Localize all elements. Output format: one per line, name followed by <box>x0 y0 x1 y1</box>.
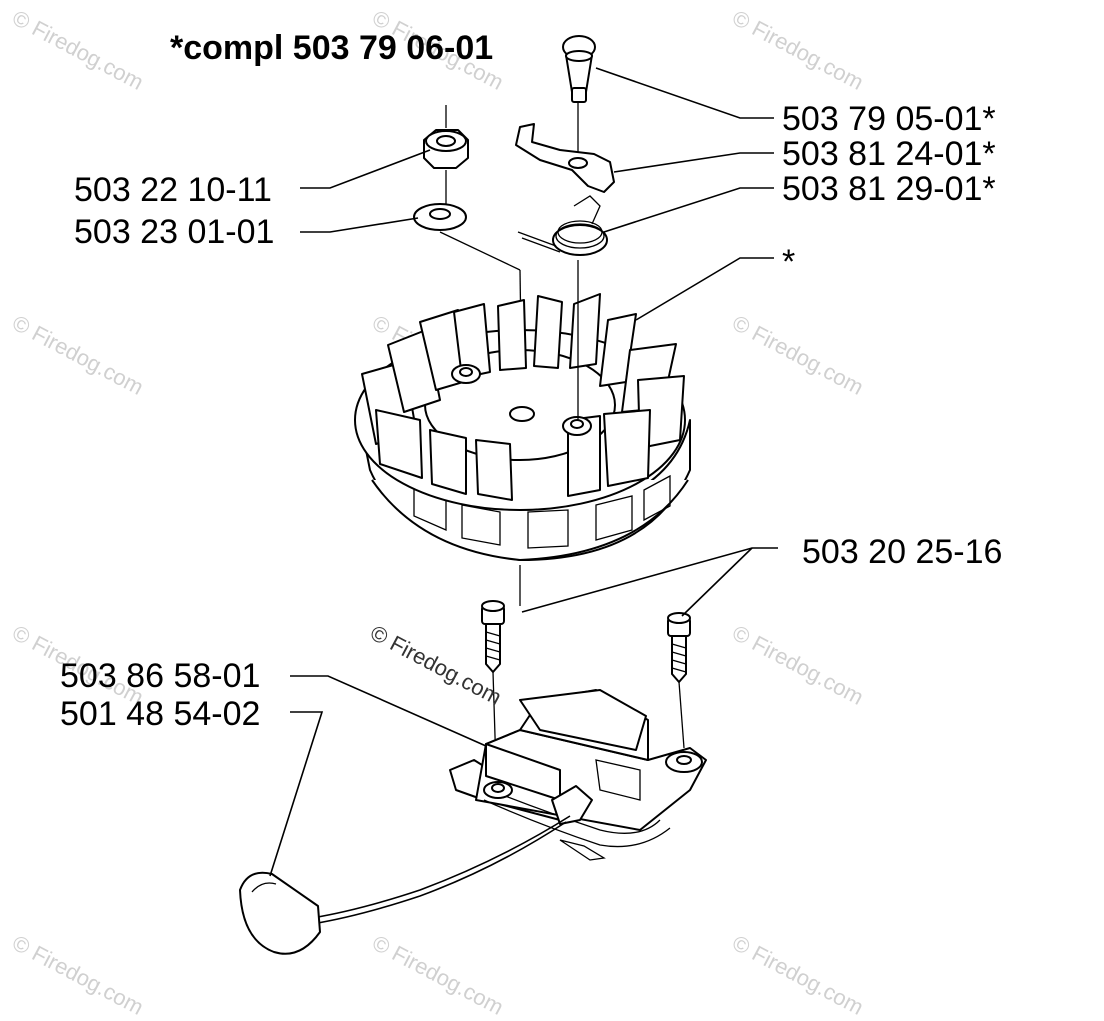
assembly-title: *compl 503 79 06-01 <box>170 29 494 67</box>
leader-lines <box>269 67 778 877</box>
part-number-pawl: 503 81 24-01* <box>782 135 996 173</box>
part-number-module: 503 86 58-01 <box>60 657 261 695</box>
part-number-lead: 501 48 54-02 <box>60 695 261 733</box>
part-number-spring: 503 81 29-01* <box>782 170 996 208</box>
screw-left-part <box>481 600 505 769</box>
pawl-button-part <box>562 35 596 160</box>
pawl-part <box>515 123 615 193</box>
flywheel-part <box>354 260 691 606</box>
part-number-washer: 503 23 01-01 <box>74 213 275 251</box>
spring-part <box>517 195 608 256</box>
part-number-flywheel: * <box>782 243 796 281</box>
screw-right-part <box>667 612 691 749</box>
part-number-nut: 503 22 10-11 <box>74 171 272 209</box>
part-number-screws: 503 20 25-16 <box>802 533 1003 571</box>
ignition-module-part <box>449 689 707 861</box>
part-number-button: 503 79 05-01* <box>782 100 996 138</box>
ignition-lead-part <box>239 815 571 955</box>
nut-part <box>423 105 469 205</box>
